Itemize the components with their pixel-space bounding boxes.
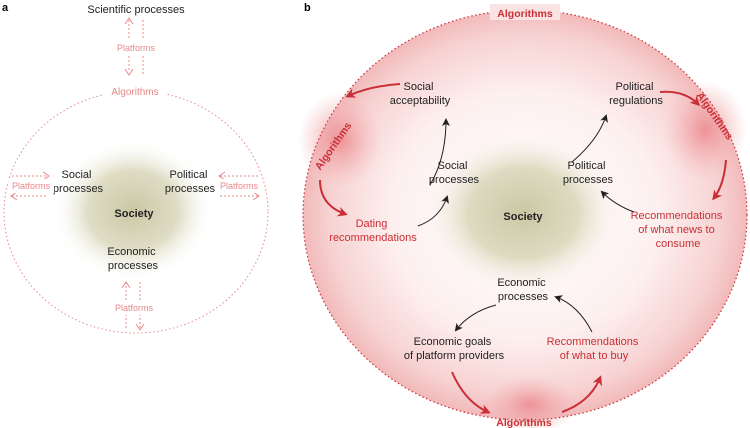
arrow-acceptability-to-algorithms <box>345 83 401 98</box>
arrow-goals-to-algorithms <box>451 371 491 414</box>
algorithm-sphere-border <box>302 9 748 421</box>
platforms-bottom-label: Platforms <box>115 303 154 313</box>
arrowhead-up-icon <box>121 281 131 289</box>
label-bg <box>112 40 162 54</box>
hotspot-right <box>663 80 747 180</box>
political-processes-label: Political processes <box>563 160 614 186</box>
arrow-dating-to-social <box>417 195 449 227</box>
arrow-news-to-political <box>600 190 635 213</box>
social-acceptability-label: Social acceptability <box>390 81 451 107</box>
arrow-buy-to-economic <box>554 295 593 333</box>
social-processes-label: Social processes <box>53 169 104 195</box>
arrowhead-up-icon <box>124 17 134 25</box>
label-bg <box>216 179 262 193</box>
arrow-regulations-to-algorithms <box>659 90 701 107</box>
panel-a-tag: a <box>2 2 9 14</box>
arrowhead-right-icon <box>252 191 260 201</box>
society-area <box>51 138 215 282</box>
algorithms-top-label: Algorithms <box>497 8 553 20</box>
arrow-algorithms-to-dating <box>319 179 348 217</box>
political-processes-label: Political processes <box>165 169 216 195</box>
label-bg <box>8 179 54 193</box>
arrowhead-right-icon <box>42 171 50 181</box>
platforms-right-label: Platforms <box>220 181 259 191</box>
economic-processes-label: Economic processes <box>497 277 548 303</box>
economic-processes-label: Economic processes <box>107 246 158 272</box>
arrowhead-down-icon <box>135 323 145 331</box>
economic-goals-label: Economic goals of platform providers <box>404 336 505 362</box>
arrowhead-left-icon <box>218 171 226 181</box>
algorithms-bottom-label: Algorithms <box>496 417 552 428</box>
news-recommendations-label: Recommendations of what news to consume <box>631 210 726 250</box>
platforms-left-label: Platforms <box>12 181 51 191</box>
buy-recommendations-label: Recommendations of what to buy <box>547 336 642 362</box>
arrow-social-to-acceptability <box>429 118 450 186</box>
arrow-algorithms-to-news <box>712 159 727 201</box>
society-area <box>423 131 623 295</box>
arrow-algorithms-to-buy <box>561 375 602 413</box>
social-processes-label: Social processes <box>429 160 480 186</box>
political-regulations-label: Political regulations <box>609 81 663 107</box>
dating-recommendations-label: Dating recommendations <box>329 218 417 244</box>
label-bg <box>103 83 167 99</box>
platforms-top-label: Platforms <box>117 43 156 53</box>
society-label: Society <box>503 211 543 223</box>
hotspot-left <box>298 92 382 188</box>
panel-b: b Society Algorithms Algorithms Algorith… <box>298 2 748 428</box>
arrowhead-left-icon <box>10 191 18 201</box>
arrow-economic-to-goals <box>454 304 497 332</box>
arrow-political-to-regulations <box>571 114 608 163</box>
scientific-processes-label: Scientific processes <box>87 4 185 16</box>
label-bg <box>490 4 560 20</box>
society-label: Society <box>114 208 154 220</box>
panel-b-tag: b <box>304 2 311 14</box>
label-bg <box>108 301 160 315</box>
panel-a: a Scientific processes Platforms Algorit… <box>2 2 269 334</box>
hotspot-bottom <box>482 375 578 428</box>
arrowhead-down-icon <box>124 68 134 76</box>
algorithms-label: Algorithms <box>111 87 158 98</box>
